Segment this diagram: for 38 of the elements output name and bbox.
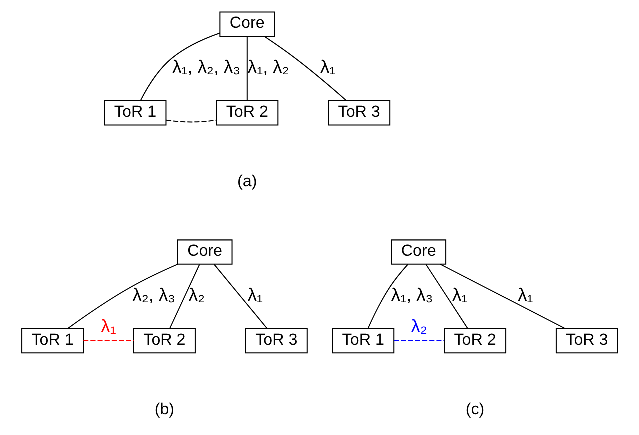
connector <box>394 340 444 342</box>
edge-label: λ₁, λ₃ <box>390 285 433 306</box>
node-box: ToR 3 <box>244 328 308 354</box>
edge-label: λ₁ <box>247 285 263 306</box>
edge-label: λ₂, λ₃ <box>132 285 175 306</box>
edge-label: λ₁ <box>100 316 116 336</box>
node-box: ToR 1 <box>21 328 84 354</box>
connector <box>67 264 178 330</box>
edge-label: λ₁ <box>452 285 468 306</box>
label: (b) <box>154 400 174 418</box>
edge-label: λ₁, λ₂, λ₃ <box>172 57 240 78</box>
connector <box>140 32 220 102</box>
node-box: ToR 3 <box>328 100 390 126</box>
node-box: ToR 2 <box>216 100 278 126</box>
node-box: ToR 2 <box>444 328 506 354</box>
connector <box>166 120 216 123</box>
connector <box>83 340 134 342</box>
edge-label: λ₁ <box>320 57 336 78</box>
node-box: ToR 1 <box>332 328 394 354</box>
connector <box>425 264 468 329</box>
connector <box>264 36 346 102</box>
edge-label: λ₁, λ₂ <box>247 57 289 78</box>
node-box: Core <box>219 12 275 37</box>
label: (c) <box>465 400 484 418</box>
edge-label: λ₂ <box>188 285 205 306</box>
node-box: Core <box>176 240 232 265</box>
connector <box>367 264 408 329</box>
node-box: ToR 1 <box>104 100 166 126</box>
node-box: ToR 3 <box>555 328 618 354</box>
node-box: Core <box>390 240 446 265</box>
label: (a) <box>237 172 257 191</box>
connector <box>214 264 268 329</box>
connector <box>440 264 566 330</box>
edge-label: λ₂ <box>410 316 427 336</box>
edge-label: λ₁ <box>518 285 533 306</box>
connector <box>246 36 248 101</box>
connector <box>169 264 200 329</box>
node-box: ToR 2 <box>132 328 196 354</box>
